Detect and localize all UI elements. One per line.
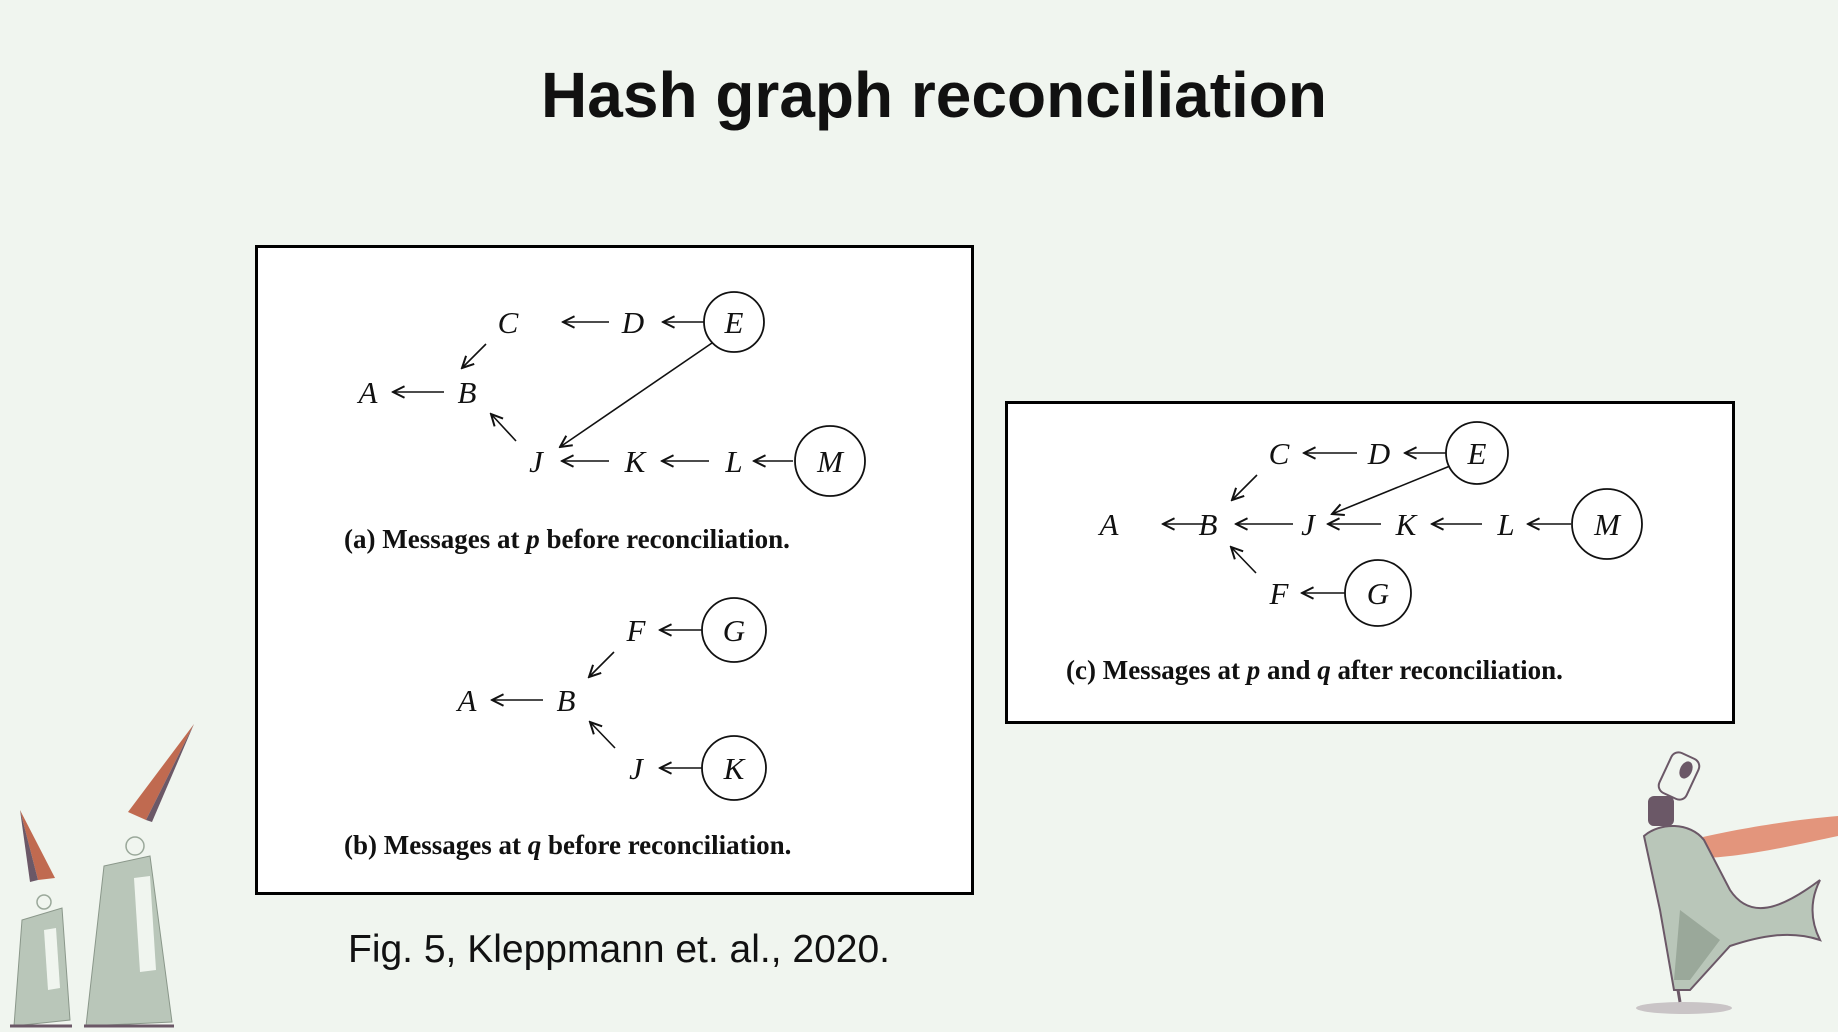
caption-a-var: p [524,524,540,554]
node-m: M [1593,507,1622,542]
head-tall [125,836,145,856]
caption-a-prefix: (a) Messages at [344,524,526,554]
graph-a: C D E A B J K L M [357,291,866,497]
hat-shadow-small [20,810,38,882]
diagram-panel-left: C D E A B J K L M (a) Messages at p befo… [255,245,974,895]
caption-c-suffix: after reconciliation. [1331,655,1563,685]
decorative-figures-left [10,724,194,1028]
hood-right [1657,751,1701,801]
robe-shade-right [1674,910,1720,980]
diagram-panel-right: C D E A B J K L M F G (c) Messages at p … [1005,401,1735,724]
caption-c-prefix: (c) Messages at [1066,655,1247,685]
edge-c-b [462,343,487,368]
head-node-circle-e [1445,421,1509,485]
node-f: F [1269,576,1290,611]
figure-shadow [1636,1002,1732,1014]
hood-opening-right [1679,761,1693,779]
robe-opening-small [44,928,60,990]
node-b: B [1199,507,1218,542]
node-l: L [724,444,742,479]
node-j: J [1301,507,1316,542]
node-d: D [1367,436,1390,471]
caption-c: (c) Messages at p and q after reconcilia… [1066,655,1563,685]
pointed-hat-small [20,810,55,880]
node-m: M [816,444,845,479]
node-d: D [621,305,644,340]
graph-c: C D E A B J K L M F G [1098,421,1643,627]
node-e: E [724,305,744,340]
head-node-circle-m [1571,488,1643,560]
node-l: L [1496,507,1514,542]
edge-c-b [1232,474,1258,500]
node-f: F [626,613,647,648]
node-c: C [1269,436,1290,471]
node-e: E [1467,436,1487,471]
caption-b-prefix: (b) Messages at [344,830,528,860]
node-j: J [629,751,644,786]
edge-j-b-b [590,722,616,749]
flowing-scarf [1690,816,1838,858]
head-small [36,894,52,910]
node-a: A [1098,507,1120,542]
pointed-hat-tall [128,724,194,820]
node-j: J [529,444,544,479]
caption-a-suffix: before reconciliation. [540,524,790,554]
decorative-figure-right [1636,751,1838,1014]
caption-b: (b) Messages at q before reconciliation. [344,830,791,860]
head-node-circle-k [701,735,767,801]
caption-b-suffix: before reconciliation. [541,830,791,860]
node-k: K [1395,507,1419,542]
slide-title: Hash graph reconciliation [541,59,1327,131]
face-right [1648,796,1674,826]
edge-j-b [491,414,517,442]
leg-right [1676,989,1682,1003]
caption-c-mid: and [1260,655,1317,685]
node-b: B [557,683,576,718]
node-a: A [357,375,379,410]
robe-opening-tall [134,876,156,972]
hash-graph-diagram-c: C D E A B J K L M F G (c) Messages at p … [1066,421,1643,685]
node-k: K [723,751,747,786]
hat-shadow-tall [146,724,194,822]
node-g: G [1367,576,1389,611]
node-a: A [456,683,478,718]
node-b: B [458,375,477,410]
caption-b-var: q [528,830,542,860]
figure-source-caption: Fig. 5, Kleppmann et. al., 2020. [348,928,891,971]
node-g: G [723,613,745,648]
robe-tall [85,855,173,1027]
edge-e-j [1332,465,1451,514]
edge-f-b [1231,547,1257,574]
head-node-circle-m [794,425,866,497]
caption-a: (a) Messages at p before reconciliation. [344,524,790,554]
node-k: K [624,444,648,479]
head-node-circle-g [701,597,767,663]
node-c: C [498,305,519,340]
graph-b: F G A B J K [456,597,767,801]
edge-e-j [560,342,713,447]
hash-graph-diagram-ab: C D E A B J K L M (a) Messages at p befo… [344,291,866,860]
caption-c-var2: q [1317,655,1331,685]
head-node-circle-e [703,291,765,353]
edge-f-b [589,651,615,677]
head-node-circle-g [1344,559,1412,627]
robe-small [13,907,71,1027]
caption-c-var1: p [1245,655,1261,685]
